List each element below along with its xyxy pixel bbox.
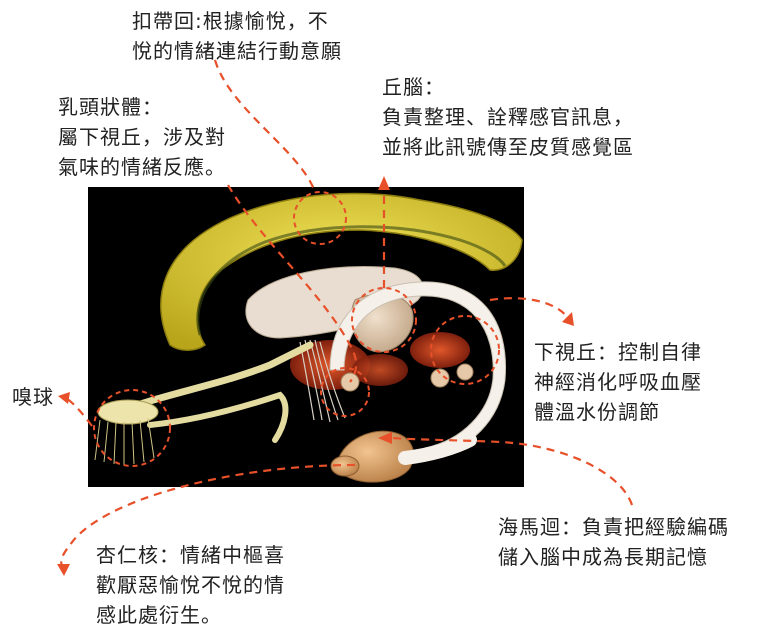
label-hypothalamus: 下視丘：控制自律 神經消化呼吸血壓 體溫水份調節 [534,337,702,427]
label-thalamus-line-1: 丘腦： [382,72,634,102]
label-amygdala-line-3: 感此處衍生。 [96,600,285,630]
label-thalamus-line-2: 負責整理、詮釋感官訊息， [382,102,634,132]
label-olfactory-line-1: 嗅球 [12,382,54,412]
label-hippocampus-line-2: 儲入腦中成為長期記憶 [498,542,729,572]
label-hippocampus: 海馬迴：負責把經驗編碼 儲入腦中成為長期記憶 [498,512,729,572]
line-cingulate [215,60,315,192]
label-olfactory-bulb: 嗅球 [12,382,54,412]
label-amygdala-line-1: 杏仁核：情緒中樞喜 [96,540,285,570]
red-structure-center [352,354,408,386]
arrowhead-amygdala [57,564,70,576]
label-hypothalamus-line-2: 神經消化呼吸血壓 [534,367,702,397]
label-hypothalamus-line-1: 下視丘：控制自律 [534,337,702,367]
arrowhead-thalamus [378,176,390,190]
label-mammillary-body: 乳頭狀體： 屬下視丘，涉及對 氣味的情緒反應。 [58,92,226,182]
label-mammillary-line-2: 屬下視丘，涉及對 [58,122,226,152]
label-thalamus: 丘腦： 負責整理、詮釋感官訊息， 並將此訊號傳至皮質感覺區 [382,72,634,162]
label-cingulate-line-2: 悅的情緒連結行動意願 [132,36,342,66]
label-hypothalamus-line-3: 體溫水份調節 [534,397,702,427]
label-amygdala-line-2: 歡厭惡愉悅不悅的情 [96,570,285,600]
label-cingulate-gyrus: 扣帶回:根據愉悅，不 悅的情緒連結行動意願 [132,6,342,66]
label-cingulate-line-1: 扣帶回:根據愉悅，不 [132,6,342,36]
label-mammillary-line-3: 氣味的情緒反應。 [58,152,226,182]
label-mammillary-line-1: 乳頭狀體： [58,92,226,122]
label-amygdala: 杏仁核：情緒中樞喜 歡厭惡愉悅不悅的情 感此處衍生。 [96,540,285,630]
label-thalamus-line-3: 並將此訊號傳至皮質感覺區 [382,132,634,162]
label-hippocampus-line-1: 海馬迴：負責把經驗編碼 [498,512,729,542]
red-structure-right [410,332,470,368]
mammillary-body-3 [457,364,473,380]
arrowhead-olfactory [58,392,70,404]
olfactory-bulb-shape [98,400,158,424]
